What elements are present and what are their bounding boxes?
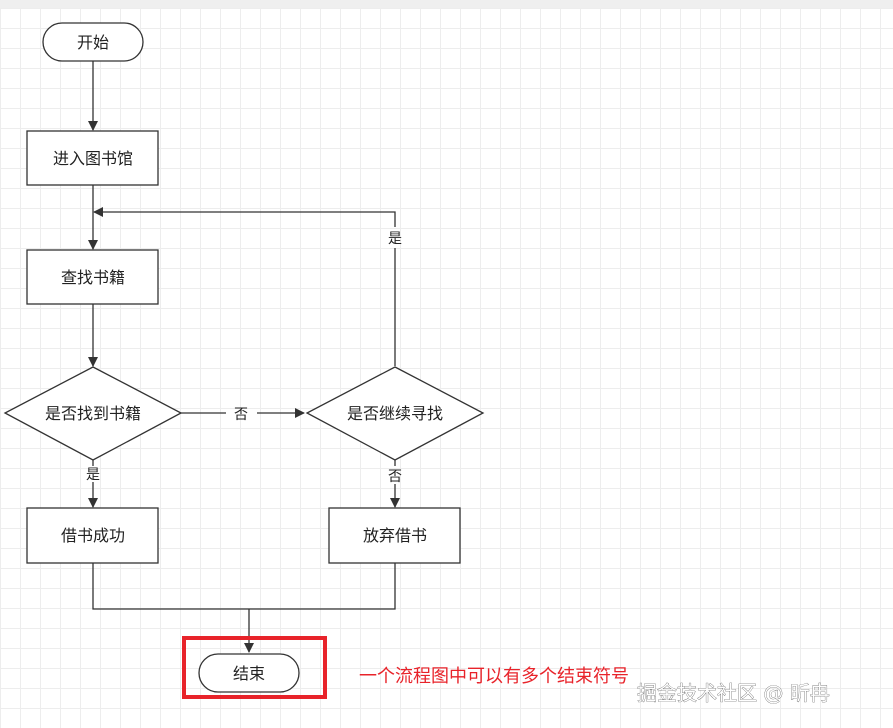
- end-label: 结束: [233, 664, 265, 683]
- edges: [88, 61, 400, 653]
- search-books-label: 查找书籍: [61, 268, 125, 287]
- edge-continue-yes-upper: [93, 207, 396, 227]
- edge-giveup-to-merge: [249, 563, 396, 610]
- process-shape: [26, 249, 159, 305]
- process-shape: [328, 507, 461, 564]
- borrow-success-label: 借书成功: [61, 526, 125, 545]
- terminator-shape: [42, 22, 144, 62]
- decision-shape: [3, 366, 183, 461]
- edge-label-continue-no: 否: [388, 469, 402, 485]
- process-shape: [26, 507, 159, 564]
- node-end: 结束: [182, 636, 327, 699]
- continue-decision-label: 是否继续寻找: [347, 404, 443, 423]
- terminator-shape: [198, 653, 300, 693]
- edge-label-found-yes: 是: [86, 467, 100, 483]
- node-enter-library: 进入图书馆: [26, 130, 159, 186]
- edge-label-found-no: 否: [234, 407, 248, 423]
- start-label: 开始: [77, 33, 109, 52]
- node-continue-decision: 是否继续寻找: [305, 366, 485, 461]
- node-found-decision: 是否找到书籍: [3, 366, 183, 461]
- node-borrow-success: 借书成功: [26, 507, 159, 564]
- watermark: 掘金技术社区 @ 昕冉: [637, 681, 830, 705]
- process-shape: [26, 130, 159, 186]
- found-decision-label: 是否找到书籍: [45, 404, 141, 423]
- node-give-up: 放弃借书: [328, 507, 461, 564]
- top-bar: [0, 0, 893, 8]
- give-up-label: 放弃借书: [363, 526, 427, 545]
- node-search-books: 查找书籍: [26, 249, 159, 305]
- decision-shape: [305, 366, 485, 461]
- node-start: 开始: [42, 22, 144, 62]
- edge-label-continue-yes: 是: [388, 231, 402, 247]
- highlight-box: [182, 636, 327, 699]
- edge-borrow-to-merge: [92, 563, 249, 610]
- annotation-note: 一个流程图中可以有多个结束符号: [359, 666, 629, 687]
- enter-library-label: 进入图书馆: [53, 149, 133, 168]
